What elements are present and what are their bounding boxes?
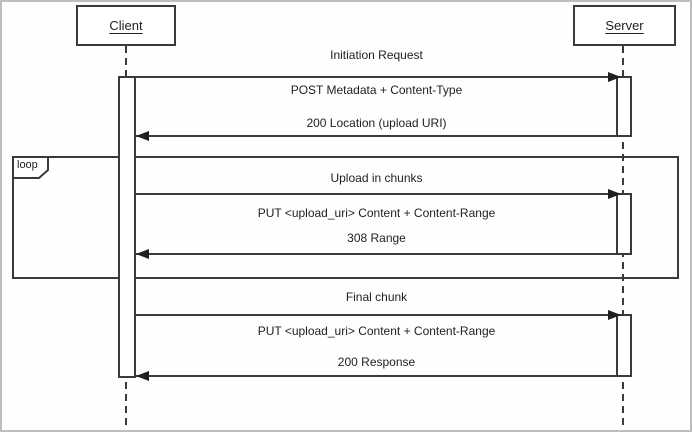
arrowhead-left-icon: [136, 131, 149, 141]
loop-operator-label: loop: [17, 159, 38, 171]
actor-client-label: Client: [109, 18, 143, 33]
loop-operator-pentagon: [12, 156, 49, 179]
arrowhead-right-icon: [608, 310, 621, 320]
arrowhead-left-icon: [136, 371, 149, 381]
message-line-200-response: [136, 375, 617, 377]
actor-server: Server: [573, 5, 676, 46]
server-activation-bar-final: [616, 314, 632, 377]
arrowhead-right-icon: [608, 189, 621, 199]
response-message-label: 200 Response: [337, 355, 416, 369]
request-message-label: PUT <upload_uri> Content + Content-Range: [257, 206, 496, 220]
section-title-final-chunk: Final chunk: [345, 290, 408, 304]
message-line-post-metadata: [136, 76, 617, 78]
message-line-put-chunk: [136, 193, 617, 195]
arrowhead-right-icon: [608, 72, 621, 82]
message-line-put-final: [136, 314, 617, 316]
server-activation-bar-initiation: [616, 76, 632, 137]
section-title-initiation: Initiation Request: [330, 48, 423, 62]
message-line-200-location: [136, 135, 617, 137]
server-activation-bar-loop: [616, 193, 632, 255]
request-message-label: POST Metadata + Content-Type: [290, 83, 463, 97]
actor-server-label: Server: [605, 18, 644, 33]
response-message-label: 200 Location (upload URI): [306, 116, 447, 130]
request-message-label: PUT <upload_uri> Content + Content-Range: [257, 324, 496, 338]
message-line-308-range: [136, 253, 617, 255]
client-activation-bar: [118, 76, 136, 378]
arrowhead-left-icon: [136, 249, 149, 259]
response-message-label: 308 Range: [347, 231, 406, 245]
loop-fragment: [12, 156, 679, 279]
section-title-upload-loop: Upload in chunks: [330, 171, 423, 185]
actor-client: Client: [76, 5, 176, 46]
